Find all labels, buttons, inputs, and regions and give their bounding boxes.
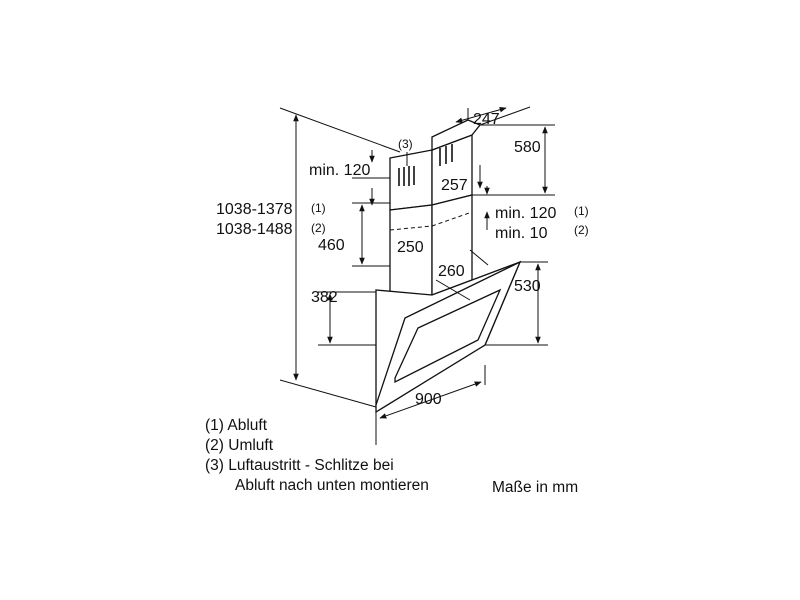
label-total-b: 1038-1488 bbox=[216, 221, 293, 238]
label-382: 382 bbox=[311, 289, 338, 306]
legend-item-1: (1) Abluft bbox=[205, 417, 268, 434]
chimney-lower-side bbox=[431, 194, 473, 296]
label-min10: min. 10 bbox=[495, 225, 548, 242]
label-257: 257 bbox=[441, 177, 468, 194]
label-slots-ref: (3) bbox=[398, 137, 413, 151]
label-900: 900 bbox=[415, 391, 442, 408]
legend-item-3: (3) Luftaustritt - Schlitze bei bbox=[205, 457, 394, 474]
label-total-a-ref: (1) bbox=[311, 201, 326, 215]
dim-247 bbox=[455, 107, 507, 123]
dimension-lines bbox=[279, 106, 555, 445]
label-total-a: 1038-1378 bbox=[216, 201, 293, 218]
label-247: 247 bbox=[473, 111, 500, 128]
label-260: 260 bbox=[438, 263, 465, 280]
units-note: Maße in mm bbox=[492, 479, 579, 496]
chimney-upper-front bbox=[389, 149, 433, 211]
label-460: 460 bbox=[318, 237, 345, 254]
label-min10-ref: (2) bbox=[574, 223, 589, 237]
label-total-b-ref: (2) bbox=[311, 221, 326, 235]
hood-outline bbox=[375, 119, 522, 414]
label-530: 530 bbox=[514, 278, 541, 295]
glass-panel-inner bbox=[394, 288, 502, 384]
label-min120-top: min. 120 bbox=[309, 162, 370, 179]
legend-item-2: (2) Umluft bbox=[205, 437, 274, 454]
legend: (1) Abluft (2) Umluft (3) Luftaustritt -… bbox=[205, 416, 429, 496]
label-min120-right: min. 120 bbox=[495, 205, 556, 222]
dim-900 bbox=[379, 381, 482, 419]
label-min120-right-ref: (1) bbox=[574, 204, 589, 218]
air-outlet-slots bbox=[398, 144, 453, 186]
dashed-lines bbox=[389, 211, 473, 231]
label-250: 250 bbox=[397, 239, 424, 256]
label-580: 580 bbox=[514, 139, 541, 156]
legend-item-3-continued: Abluft nach unten montieren bbox=[235, 477, 429, 494]
